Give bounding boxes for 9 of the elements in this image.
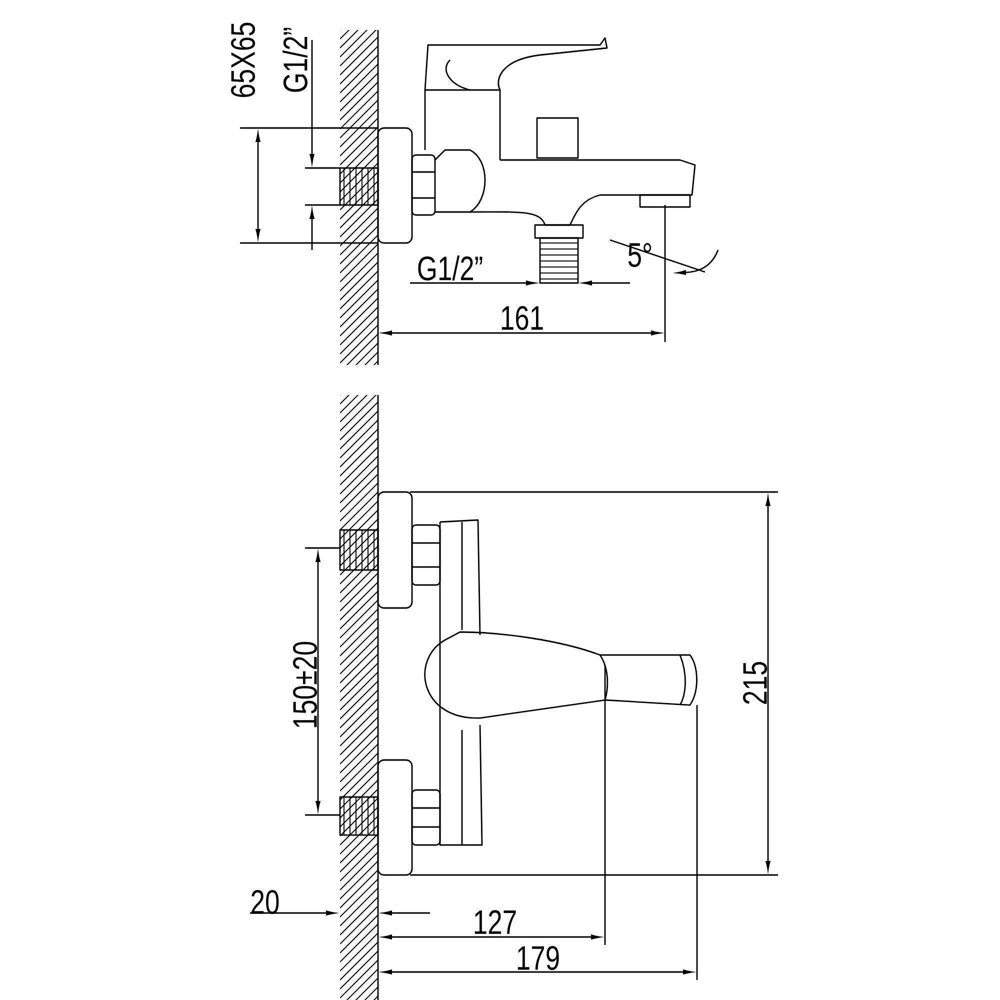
dimension-text: 127 bbox=[474, 910, 516, 934]
dimension-text: 65X65 bbox=[230, 22, 256, 97]
dimension-text: G1/2” bbox=[282, 28, 308, 92]
dimension-text: 150±20 bbox=[292, 642, 318, 728]
dimension-text: 5° bbox=[628, 242, 652, 268]
dimension-text: 161 bbox=[502, 306, 543, 330]
dimension-text: G1/2” bbox=[418, 256, 482, 280]
dimension-text: 179 bbox=[518, 946, 559, 970]
dimension-text: 215 bbox=[742, 662, 768, 704]
